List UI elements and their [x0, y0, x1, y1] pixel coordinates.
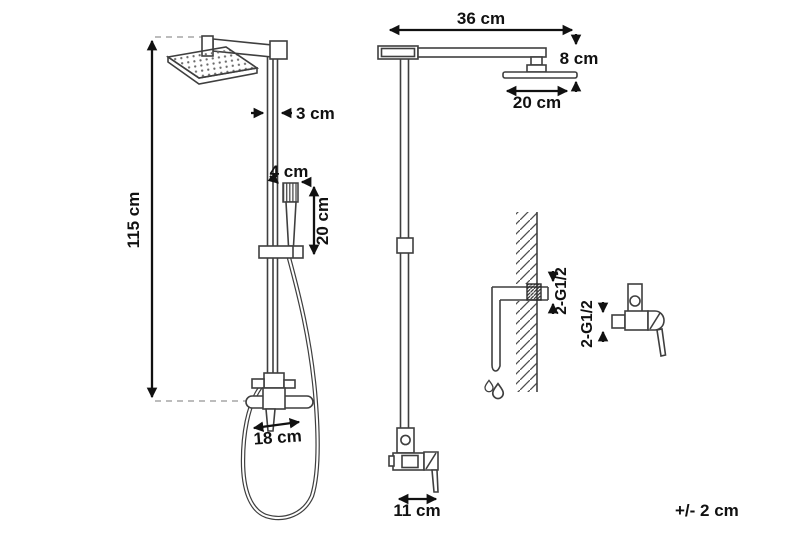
tap-left-port: [245, 395, 265, 409]
arm-length-label: 36 cm: [457, 9, 505, 28]
dimension-wall-thread: 2-G1/2: [547, 267, 570, 315]
dimension-valve-thread: 2-G1/2: [579, 300, 609, 348]
wall-hatching-lower: [516, 301, 537, 392]
water-drops-icon: [484, 379, 505, 400]
mixer-tap-front: [245, 372, 314, 432]
dimension-tap-depth: 11 cm: [393, 493, 441, 520]
valve-body: [611, 283, 667, 357]
hand-shower-width-label: 4 cm: [270, 162, 309, 181]
wall-thread-label: 2-G1/2: [553, 267, 570, 314]
tap-width-label: 18 cm: [253, 426, 302, 448]
shower-hose: [240, 257, 320, 521]
dimension-head-width: 20 cm: [505, 85, 569, 112]
dimension-column-width: 3 cm: [251, 104, 335, 123]
wall-pipe: [491, 283, 549, 372]
head-offset-label: 8 cm: [560, 49, 599, 68]
front-view-drawing: 115 cm 3 cm 4 cm 20 cm 18 cm: [124, 35, 335, 521]
tolerance-note: +/- 2 cm: [675, 501, 739, 520]
dimension-tap-width: 18 cm: [252, 417, 302, 449]
rain-shower-head: [165, 46, 260, 85]
column-width-label: 3 cm: [296, 104, 335, 123]
head-width-label: 20 cm: [513, 93, 561, 112]
shower-column: [266, 55, 279, 373]
mixer-tap-side: [388, 427, 439, 493]
side-view-drawing: 36 cm 8 cm 20 cm 11 cm: [377, 9, 599, 520]
dimension-total-height: 115 cm: [124, 39, 158, 399]
side-rain-head: [502, 71, 578, 79]
side-tap-lever: [431, 469, 439, 493]
side-column: [396, 59, 414, 428]
total-height-label: 115 cm: [124, 192, 143, 249]
threaded-fitting: [526, 283, 542, 301]
valve-lever: [656, 328, 667, 357]
valve-thread-label: 2-G1/2: [579, 300, 596, 347]
wall-hatching-upper: [516, 212, 537, 284]
side-arm: [377, 45, 547, 73]
dimension-head-offset: 8 cm: [560, 34, 599, 92]
tap-depth-label: 11 cm: [393, 501, 440, 520]
wall-mount-detail: 2-G1/2: [484, 212, 570, 400]
slider-bracket: [258, 245, 304, 259]
dimension-arm-length: 36 cm: [388, 9, 574, 36]
mixer-valve-detail: 2-G1/2: [579, 283, 667, 357]
dimension-hand-shower-length: 20 cm: [308, 185, 332, 256]
hand-shower: [282, 182, 299, 247]
hand-shower-length-label: 20 cm: [313, 197, 332, 245]
dimension-hand-shower-width: 4 cm: [267, 162, 312, 188]
tap-spout: [283, 395, 314, 409]
